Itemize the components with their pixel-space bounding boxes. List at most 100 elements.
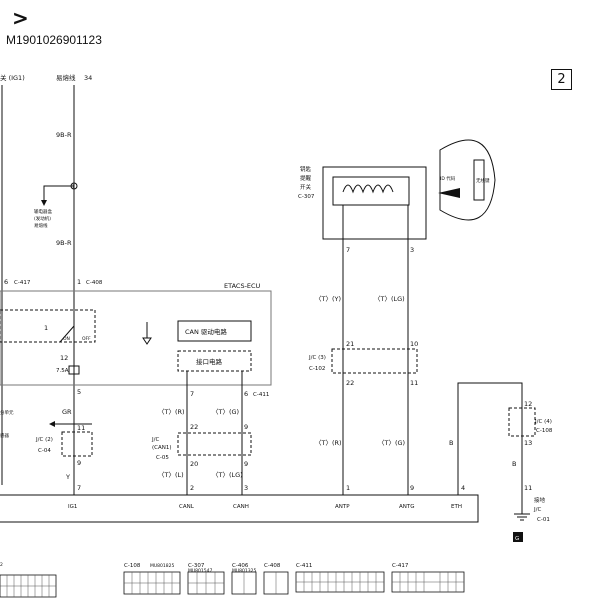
legend-c411: C-411	[296, 563, 312, 569]
connector-c417: C-417	[14, 280, 31, 286]
pin-20: 20	[190, 460, 198, 468]
branch-note-2: (发动机)	[34, 215, 51, 222]
diagram-id: M1901026901123	[6, 33, 102, 47]
pin-9d: 9	[410, 484, 414, 492]
wire-antg-lg: 〈T〉(LG)	[374, 295, 405, 303]
pin-9c: 9	[244, 460, 248, 468]
fuse-line-number: 34	[84, 74, 92, 82]
pin-13: 13	[524, 439, 532, 447]
legend-c108-part: MU801825	[150, 563, 174, 569]
pin-6: 6	[4, 278, 8, 286]
connector-c411: C-411	[253, 392, 269, 398]
key-id-label: ID 代码	[440, 175, 456, 182]
wire-canl-r: 〈T〉(R)	[158, 408, 185, 416]
key-switch-label-2: 提醒	[300, 174, 312, 182]
jc3-label: J/C (3)	[308, 355, 326, 361]
connector-c01: C-01	[537, 517, 550, 523]
legend-c307-part: MU801547	[188, 568, 212, 574]
jc-can1-label-b: (CAN1)	[152, 445, 172, 451]
pin-9: 9	[77, 459, 81, 467]
pin-11c: 11	[524, 484, 532, 492]
page-number-badge: 2	[551, 69, 572, 90]
pin-7: 7	[77, 484, 81, 492]
pin-3: 3	[244, 484, 248, 492]
fuse-line-label: 易熔线	[56, 73, 76, 82]
connector-c307: C-307	[298, 194, 315, 200]
fuse-number: 12	[60, 354, 68, 362]
connector-c05: C-05	[156, 455, 169, 461]
pin-11b: 11	[410, 379, 418, 387]
wire-canh-g: 〈T〉(G)	[212, 408, 239, 416]
pin-7c: 7	[346, 246, 350, 254]
ig1-switch-label: 关 (IG1)	[0, 73, 25, 82]
jc-can1-label-a: J/C	[151, 437, 159, 443]
key-fob-text: 无线键	[476, 177, 490, 184]
connector-c108: C-108	[536, 428, 553, 434]
pin-10: 10	[410, 340, 418, 348]
terminal-canh: CANH	[233, 504, 249, 510]
relay-off-label: OFF	[82, 336, 91, 342]
legend-c408: C-408	[264, 563, 281, 569]
wire-9br-top: 9B-R	[56, 131, 72, 139]
terminal-antg: ANTG	[399, 504, 415, 510]
ecu-title: ETACS-ECU	[224, 282, 261, 290]
pin-1b: 1	[346, 484, 350, 492]
can-drive-circuit: CAN 驱动电路	[185, 327, 227, 336]
next-page-arrow[interactable]: >	[12, 6, 29, 30]
connector-c04: C-04	[38, 448, 51, 454]
terminal-ig1: IG1	[68, 504, 77, 510]
wire-antg-g: 〈T〉(G)	[378, 439, 405, 447]
pin-1c: 1	[44, 324, 48, 332]
legend-c108: C-108	[124, 563, 141, 569]
interface-circuit: 接口电路	[196, 357, 223, 366]
fuse-rating: 7.5A	[56, 368, 69, 374]
terminal-eth: ETH	[451, 504, 462, 510]
pin-11: 11	[77, 424, 85, 432]
wire-antp-r: 〈T〉(R)	[315, 439, 342, 447]
ground-jc-label-a: 接地	[534, 496, 546, 504]
branch-note-1: 输电器盒	[34, 208, 52, 215]
branch-note-3: 易熔线	[34, 222, 48, 229]
legend-c406-part: MU801325	[232, 568, 256, 574]
key-switch-label-1: 钥匙	[300, 165, 312, 173]
pin-22b: 22	[346, 379, 354, 387]
connector-c408: C-408	[86, 280, 103, 286]
ground-jc-label-b: J/C	[533, 507, 541, 513]
terminal-canl: CANL	[179, 504, 195, 510]
pin-6b: 6	[244, 390, 248, 398]
pin-4: 4	[461, 484, 465, 492]
pin-5: 5	[77, 388, 81, 396]
terminal-antp: ANTP	[335, 504, 350, 510]
wire-gr: GR	[62, 408, 72, 416]
ground-symbol: G	[515, 536, 519, 542]
pin-1: 1	[77, 278, 81, 286]
legend-left-partial: 2	[0, 562, 3, 568]
jc4-label: J/C (4)	[534, 419, 552, 425]
pin-21: 21	[346, 340, 354, 348]
jc2-label: J/C (2)	[35, 437, 53, 443]
legend-c417: C-417	[392, 563, 409, 569]
left-note-1: 分单元	[0, 409, 14, 416]
left-note-2: 感器	[0, 432, 9, 439]
wire-canh-lg: 〈T〉(LG)	[212, 471, 243, 479]
legend-c406: C-406	[232, 563, 249, 569]
relay-on-label: ON	[63, 336, 70, 342]
pin-7b: 7	[190, 390, 194, 398]
wire-b-2: B	[512, 460, 516, 468]
pin-9b: 9	[244, 423, 248, 431]
pin-2: 2	[190, 484, 194, 492]
wire-b-1: B	[449, 439, 453, 447]
connector-c102: C-102	[309, 366, 325, 372]
legend-c307: C-307	[188, 563, 205, 569]
wire-antp-y: 〈T〉(Y)	[315, 295, 341, 303]
pin-22: 22	[190, 423, 198, 431]
pin-3b: 3	[410, 246, 414, 254]
splice-number: 1	[72, 184, 75, 190]
pin-12: 12	[524, 400, 532, 408]
wire-y: Y	[65, 473, 70, 481]
key-switch-label-3: 开关	[300, 183, 312, 191]
wire-canl-l: 〈T〉(L)	[158, 471, 184, 479]
wire-9br-bottom: 9B-R	[56, 239, 72, 247]
